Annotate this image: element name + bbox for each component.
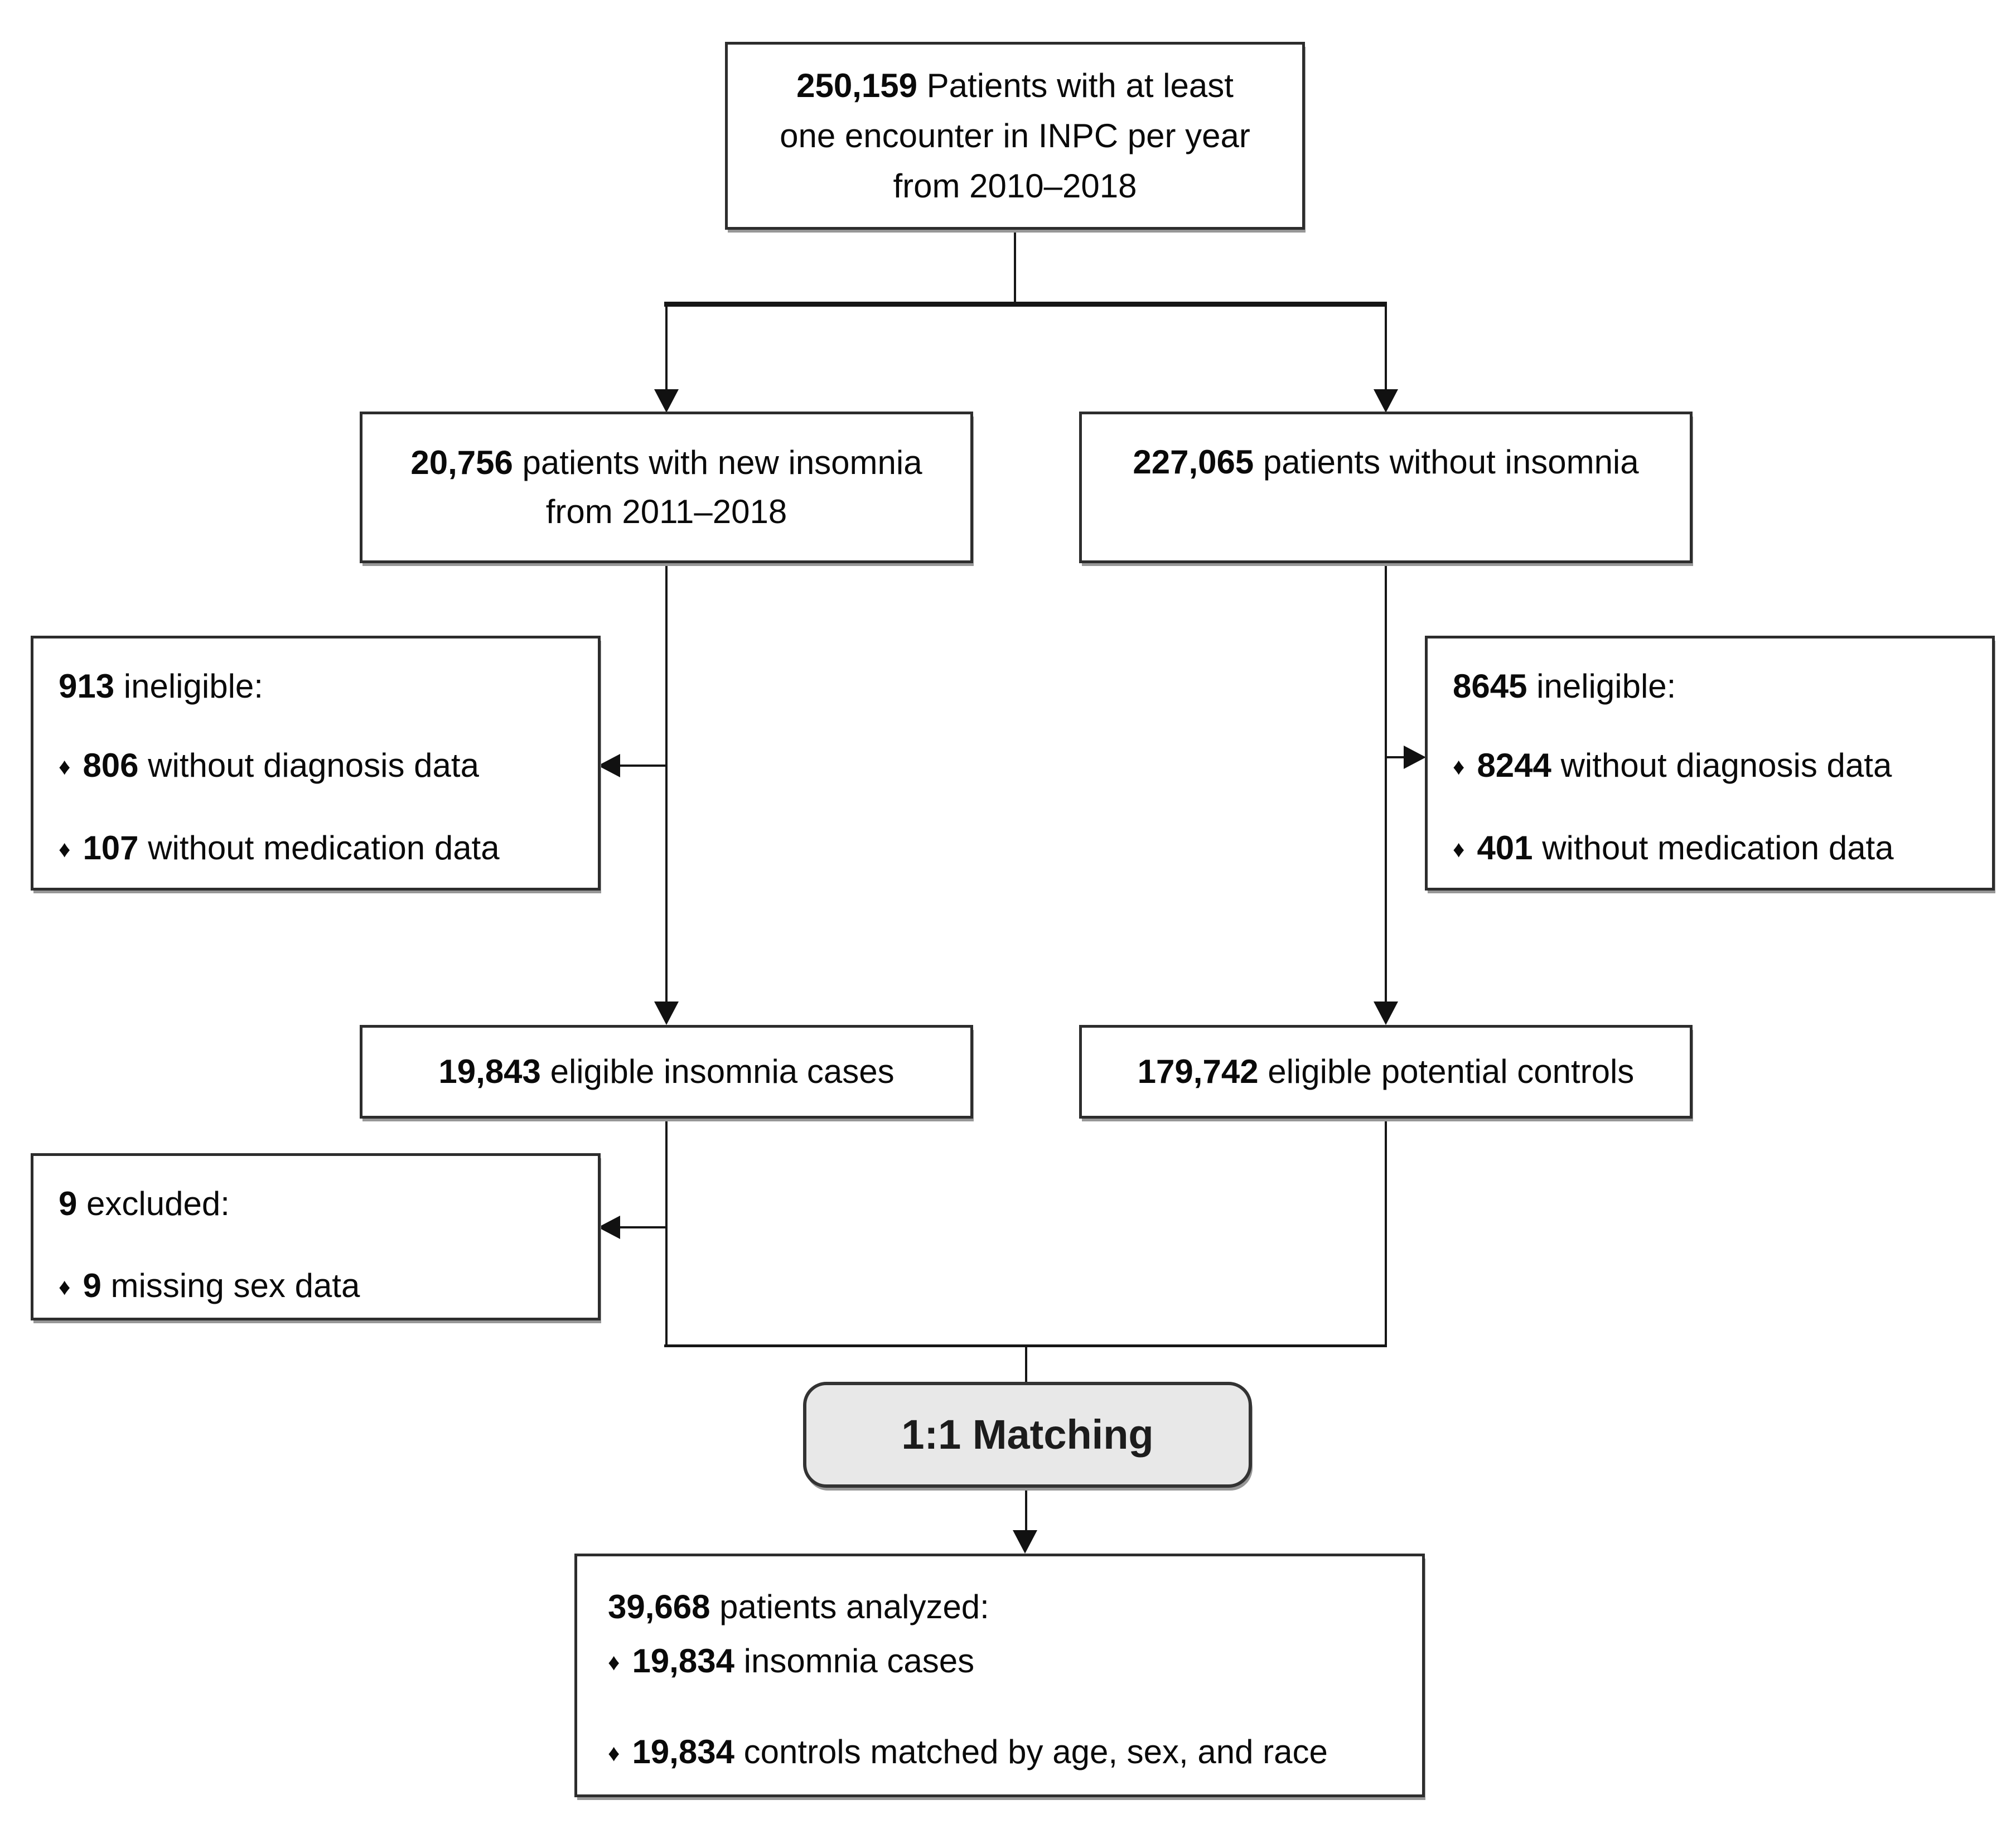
arrowhead-left-icon: [598, 1216, 620, 1239]
connector-ineligible-right-branch: [1386, 756, 1408, 758]
box-text-line: 227,065 patients without insomnia: [1133, 443, 1639, 481]
box-header-line: 8645 ineligible:: [1453, 667, 1676, 705]
box-text-line: 19,843 eligible insomnia cases: [438, 1053, 895, 1090]
connector-matching-drop: [1025, 1344, 1027, 1383]
box-text-line: 250,159 Patients with at least: [796, 66, 1234, 104]
box-text-line: from 2011–2018: [545, 493, 787, 530]
arrowhead-left-icon: [598, 754, 620, 777]
box-without-insomnia: 227,065 patients without insomnia: [1079, 412, 1693, 563]
connector-excluded-branch: [616, 1226, 666, 1228]
box-text-line: 179,742 eligible potential controls: [1137, 1053, 1635, 1090]
diamond-bullet-icon: ♦: [59, 1274, 71, 1300]
box-source-population: 250,159 Patients with at least one encou…: [725, 42, 1305, 230]
arrowhead-down-icon: [654, 389, 679, 413]
box-eligible-insomnia-cases: 19,843 eligible insomnia cases: [360, 1025, 973, 1119]
matching-label: 1:1 Matching: [901, 1411, 1154, 1458]
diamond-bullet-icon: ♦: [59, 753, 71, 780]
arrowhead-down-icon: [1013, 1530, 1037, 1554]
bullet-item: ♦19,834 insomnia cases: [608, 1642, 975, 1680]
connector-left-mid-drop: [665, 562, 668, 1008]
bullet-item: ♦107 without medication data: [59, 829, 500, 867]
box-matching-step: 1:1 Matching: [803, 1382, 1252, 1488]
connector-right-branch-drop: [1385, 304, 1387, 390]
diamond-bullet-icon: ♦: [1453, 836, 1465, 862]
connector-left-branch-drop: [665, 304, 668, 390]
box-patients-analyzed: 39,668 patients analyzed: ♦19,834 insomn…: [574, 1554, 1425, 1797]
connector-right-mid-drop: [1385, 562, 1387, 1008]
connector-analyzed-drop: [1025, 1485, 1027, 1535]
box-eligible-potential-controls: 179,742 eligible potential controls: [1079, 1025, 1693, 1119]
arrowhead-right-icon: [1404, 746, 1426, 769]
bullet-item: ♦8244 without diagnosis data: [1453, 747, 1892, 784]
box-text-line: from 2010–2018: [893, 167, 1137, 205]
diamond-bullet-icon: ♦: [59, 836, 71, 862]
connector-top-drop: [1014, 228, 1016, 305]
bullet-item: ♦401 without medication data: [1453, 829, 1894, 867]
bullet-item: ♦9 missing sex data: [59, 1267, 360, 1304]
diamond-bullet-icon: ♦: [1453, 753, 1465, 780]
connector-split-bar: [664, 302, 1387, 307]
box-header-line: 913 ineligible:: [59, 667, 263, 705]
box-header-line: 9 excluded:: [59, 1185, 230, 1222]
arrowhead-down-icon: [1374, 1001, 1398, 1025]
box-ineligible-controls: 8645 ineligible: ♦8244 without diagnosis…: [1425, 636, 1995, 891]
bullet-item: ♦806 without diagnosis data: [59, 747, 479, 784]
diamond-bullet-icon: ♦: [608, 1649, 620, 1675]
box-ineligible-insomnia: 913 ineligible: ♦806 without diagnosis d…: [31, 636, 601, 891]
box-new-insomnia: 20,756 patients with new insomnia from 2…: [360, 412, 973, 563]
box-header-line: 39,668 patients analyzed:: [608, 1588, 989, 1625]
bullet-item: ♦19,834 controls matched by age, sex, an…: [608, 1733, 1328, 1770]
connector-ineligible-left-branch: [616, 765, 666, 767]
connector-right-lower-drop: [1385, 1117, 1387, 1347]
connector-left-lower-drop: [665, 1117, 668, 1347]
box-text-line: 20,756 patients with new insomnia: [410, 444, 922, 481]
box-text-line: one encounter in INPC per year: [780, 117, 1250, 154]
arrowhead-down-icon: [1374, 389, 1398, 413]
arrowhead-down-icon: [654, 1001, 679, 1025]
diamond-bullet-icon: ♦: [608, 1740, 620, 1766]
box-excluded: 9 excluded: ♦9 missing sex data: [31, 1153, 601, 1320]
